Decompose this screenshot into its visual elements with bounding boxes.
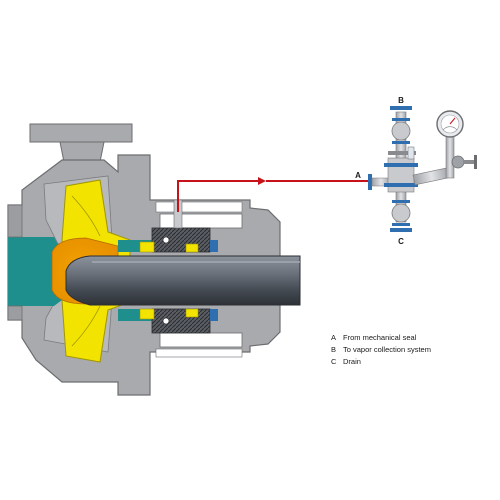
top-valve-ball xyxy=(391,121,411,141)
legend-text-b: To vapor collection system xyxy=(343,345,431,354)
gauge-branch-pipe xyxy=(412,167,451,186)
seal-vent-line xyxy=(177,177,368,212)
callout-c: C xyxy=(398,237,404,246)
suction-fluid xyxy=(8,237,62,306)
legend-key-b: B xyxy=(331,345,336,354)
bottom-valve-ball xyxy=(391,203,411,223)
legend-key-c: C xyxy=(331,357,337,366)
top-valve-handle xyxy=(388,151,416,155)
suction-flange-top xyxy=(7,204,23,238)
impeller-vane-top xyxy=(71,195,101,237)
mechanical-seal-top xyxy=(139,227,218,253)
legend-key-a: A xyxy=(331,333,336,342)
valve-handwheel-icon xyxy=(451,155,465,169)
vent-drain-manifold xyxy=(368,106,477,232)
bracket-window-top xyxy=(155,201,243,213)
suction-flange-bottom xyxy=(7,305,23,321)
pump-assembly xyxy=(7,123,301,396)
impeller-vane-bottom xyxy=(71,305,101,347)
sight-glass-icon xyxy=(407,146,415,160)
pressure-gauge-icon xyxy=(436,110,464,138)
legend-text-a: From mechanical seal xyxy=(343,333,417,342)
callout-b: B xyxy=(398,96,404,105)
callout-a: A xyxy=(355,171,361,180)
discharge-neck xyxy=(59,141,105,163)
mechanical-seal-bottom xyxy=(139,308,218,334)
pump-shaft xyxy=(65,255,301,306)
inlet-flange-a xyxy=(368,174,372,190)
flow-arrow-mid xyxy=(258,177,266,185)
legend-text-c: Drain xyxy=(343,357,361,366)
legend: A From mechanical seal B To vapor collec… xyxy=(331,333,431,366)
bracket-window-bottom xyxy=(155,348,243,358)
gauge-stem xyxy=(445,135,455,179)
seal-gland-top xyxy=(159,213,243,229)
seal-gland-bottom xyxy=(159,332,243,348)
discharge-flange xyxy=(29,123,133,143)
